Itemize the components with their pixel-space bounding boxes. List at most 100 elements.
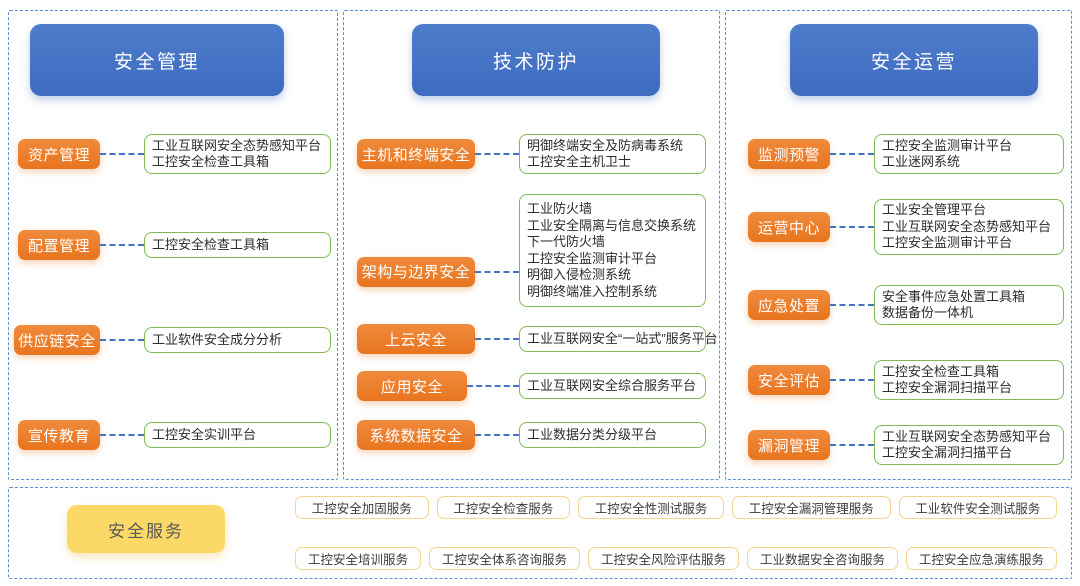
product-item: 明御终端安全及防病毒系统: [527, 137, 684, 153]
product-box-system-data-security[interactable]: 工业数据分类分级平台: [519, 422, 706, 448]
product-item: 工业互联网安全态势感知平台: [152, 137, 322, 153]
category-tag-architecture-boundary-security[interactable]: 架构与边界安全: [357, 256, 475, 287]
category-tag-configuration-management[interactable]: 配置管理: [18, 230, 100, 260]
product-box-supply-chain-security[interactable]: 工业软件安全成分分析: [144, 327, 331, 353]
product-item: 工控安全检查工具箱: [882, 363, 1000, 379]
product-item: 工控安全监测审计平台: [882, 137, 1013, 153]
row-vulnerability-management: 漏洞管理 工业互联网安全态势感知平台 工控安全漏洞扫描平台: [748, 425, 1064, 465]
service-chip[interactable]: 工控安全检查服务: [436, 496, 570, 519]
service-chip[interactable]: 工控安全体系咨询服务: [429, 547, 580, 570]
category-tag-asset-management[interactable]: 资产管理: [18, 139, 100, 169]
category-tag-supply-chain-security[interactable]: 供应链安全: [14, 325, 100, 355]
region-technical-protection: [343, 10, 720, 480]
product-item: 工控安全主机卫士: [527, 154, 632, 169]
pillar-header-technical-protection[interactable]: 技术防护: [412, 24, 660, 96]
product-box-emergency-response[interactable]: 安全事件应急处置工具箱 数据备份一体机: [874, 285, 1064, 325]
row-supply-chain-security: 供应链安全 工业软件安全成分分析: [14, 325, 331, 355]
category-tag-operations-center[interactable]: 运营中心: [748, 212, 830, 242]
row-system-data-security: 系统数据安全 工业数据分类分级平台: [357, 420, 706, 450]
product-item: 下一代防火墙: [527, 234, 606, 249]
product-item: 工控安全检查工具箱: [152, 236, 270, 252]
pillar-header-security-management[interactable]: 安全管理: [30, 24, 284, 96]
product-box-operations-center[interactable]: 工业安全管理平台 工业互联网安全态势感知平台 工控安全监测审计平台: [874, 199, 1064, 255]
product-item: 工业互联网安全综合服务平台: [527, 377, 697, 393]
connector-line: [100, 153, 144, 155]
category-tag-system-data-security[interactable]: 系统数据安全: [357, 420, 475, 450]
pillar-title: 安全运营: [870, 51, 957, 73]
connector-line: [100, 244, 144, 246]
product-item: 数据备份一体机: [882, 305, 974, 320]
row-monitoring-warning: 监测预警 工控安全监测审计平台 工业迷网系统: [748, 134, 1064, 174]
product-item: 工控安全实训平台: [152, 426, 257, 442]
pillar-header-security-operations[interactable]: 安全运营: [790, 24, 1038, 96]
product-item: 工业数据分类分级平台: [527, 426, 658, 442]
product-box-monitoring-warning[interactable]: 工控安全监测审计平台 工业迷网系统: [874, 134, 1064, 174]
row-architecture-boundary-security: 架构与边界安全 工业防火墙 工业安全隔离与信息交换系统 下一代防火墙 工控安全监…: [357, 194, 706, 307]
product-box-host-endpoint-security[interactable]: 明御终端安全及防病毒系统 工控安全主机卫士: [519, 134, 706, 174]
pillar-title: 安全管理: [113, 51, 200, 73]
product-box-asset-management[interactable]: 工业互联网安全态势感知平台 工控安全检查工具箱: [144, 134, 331, 174]
product-box-cloud-security[interactable]: 工业互联网安全“一站式”服务平台: [519, 326, 718, 352]
row-operations-center: 运营中心 工业安全管理平台 工业互联网安全态势感知平台 工控安全监测审计平台: [748, 199, 1064, 255]
category-tag-cloud-security[interactable]: 上云安全: [357, 324, 475, 354]
product-item: 工控安全监测审计平台: [527, 250, 658, 266]
service-chip[interactable]: 工控安全加固服务: [295, 496, 429, 519]
service-chip[interactable]: 工控安全培训服务: [295, 547, 421, 570]
category-tag-vulnerability-management[interactable]: 漏洞管理: [748, 430, 830, 460]
category-tag-host-endpoint-security[interactable]: 主机和终端安全: [357, 139, 475, 169]
product-item: 工业互联网安全态势感知平台: [882, 428, 1052, 444]
product-box-configuration-management[interactable]: 工控安全检查工具箱: [144, 232, 331, 258]
product-item: 明御终端准入控制系统: [527, 283, 658, 299]
product-box-security-assessment[interactable]: 工控安全检查工具箱 工控安全漏洞扫描平台: [874, 360, 1064, 400]
connector-line: [830, 379, 874, 381]
service-badge-label: 安全服务: [108, 521, 184, 541]
service-chip[interactable]: 工控安全风险评估服务: [588, 547, 739, 570]
service-chip[interactable]: 工控安全应急演练服务: [906, 547, 1057, 570]
connector-line: [475, 153, 519, 155]
category-tag-publicity-education[interactable]: 宣传教育: [18, 420, 100, 450]
row-configuration-management: 配置管理 工控安全检查工具箱: [18, 230, 331, 260]
row-security-assessment: 安全评估 工控安全检查工具箱 工控安全漏洞扫描平台: [748, 360, 1064, 400]
product-item: 工业防火墙: [527, 201, 593, 216]
service-chip[interactable]: 工业数据安全咨询服务: [747, 547, 898, 570]
connector-line: [830, 304, 874, 306]
region-security-operations: [725, 10, 1072, 480]
product-box-architecture-boundary-security[interactable]: 工业防火墙 工业安全隔离与信息交换系统 下一代防火墙 工控安全监测审计平台 明御…: [519, 194, 706, 307]
category-tag-monitoring-warning[interactable]: 监测预警: [748, 139, 830, 169]
service-chip-row: 工控安全培训服务 工控安全体系咨询服务 工控安全风险评估服务 工业数据安全咨询服…: [295, 547, 1057, 570]
row-cloud-security: 上云安全 工业互联网安全“一站式”服务平台: [357, 324, 718, 354]
product-box-application-security[interactable]: 工业互联网安全综合服务平台: [519, 373, 706, 399]
product-item: 工业迷网系统: [882, 154, 961, 169]
product-item: 工控安全漏洞扫描平台: [882, 445, 1013, 460]
category-tag-emergency-response[interactable]: 应急处置: [748, 290, 830, 320]
product-item: 工控安全检查工具箱: [152, 154, 270, 169]
product-item: 工控安全漏洞扫描平台: [882, 380, 1013, 395]
product-box-publicity-education[interactable]: 工控安全实训平台: [144, 422, 331, 448]
product-item: 明御入侵检测系统: [527, 267, 632, 282]
connector-line: [475, 434, 519, 436]
row-asset-management: 资产管理 工业互联网安全态势感知平台 工控安全检查工具箱: [18, 134, 331, 174]
connector-line: [467, 385, 519, 387]
region-security-management: [8, 10, 338, 480]
connector-line: [100, 434, 144, 436]
product-item: 工业安全隔离与信息交换系统: [527, 217, 697, 233]
service-chip-grid: 工控安全加固服务 工控安全检查服务 工控安全性测试服务 工控安全漏洞管理服务 工…: [295, 496, 1057, 570]
service-badge-security-services[interactable]: 安全服务: [67, 505, 225, 553]
region-security-services: [8, 487, 1072, 579]
service-chip[interactable]: 工控安全漏洞管理服务: [732, 496, 891, 519]
product-item: 工业安全管理平台: [882, 202, 987, 218]
service-chip[interactable]: 工业软件安全测试服务: [898, 496, 1057, 519]
service-chip[interactable]: 工控安全性测试服务: [578, 496, 724, 519]
category-tag-application-security[interactable]: 应用安全: [357, 371, 467, 401]
row-publicity-education: 宣传教育 工控安全实训平台: [18, 420, 331, 450]
product-item: 工控安全监测审计平台: [882, 235, 1013, 251]
connector-line: [830, 444, 874, 446]
product-box-vulnerability-management[interactable]: 工业互联网安全态势感知平台 工控安全漏洞扫描平台: [874, 425, 1064, 465]
connector-line: [830, 226, 874, 228]
product-item: 工业互联网安全“一站式”服务平台: [527, 330, 718, 346]
category-tag-security-assessment[interactable]: 安全评估: [748, 365, 830, 395]
connector-line: [830, 153, 874, 155]
product-item: 工业软件安全成分分析: [152, 331, 283, 347]
connector-line: [475, 270, 519, 273]
